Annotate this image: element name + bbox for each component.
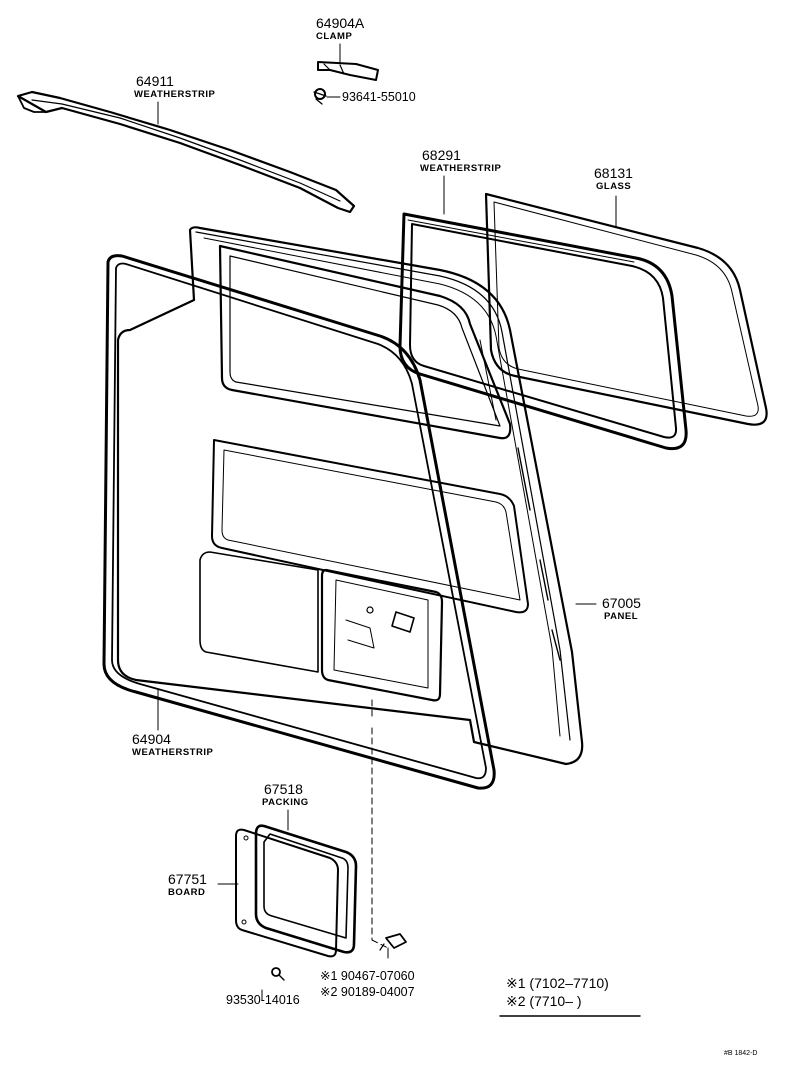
legend-line-1: ※1 (7102–7710): [506, 975, 609, 991]
board-67751-drawing: [235, 828, 339, 958]
part-name-glass: GLASS: [596, 181, 632, 192]
part-number-64904a: 64904A: [316, 15, 365, 31]
part-number-68291: 68291: [422, 147, 461, 163]
weatherstrip-64911-drawing: [16, 90, 356, 214]
weatherstrip-64904-drawing: [102, 254, 496, 790]
part-number-67005: 67005: [602, 595, 641, 611]
weatherstrip-68291-drawing: [398, 212, 688, 451]
footer-code: #B 1842-D: [724, 1050, 758, 1057]
glass-68131-drawing: [484, 192, 768, 426]
part-name-weatherstrip-64904: WEATHERSTRIP: [132, 747, 214, 758]
part-number-67518: 67518: [264, 781, 303, 797]
legend-line-2: ※2 (7710– ): [506, 993, 582, 1009]
leader-lines: [157, 43, 641, 1017]
part-number-90189: ※2 90189-04007: [320, 985, 415, 999]
part-name-weatherstrip-64911: WEATHERSTRIP: [134, 89, 216, 100]
part-number-90467: ※1 90467-07060: [320, 969, 415, 983]
clamp-64904a-drawing: [317, 61, 379, 81]
part-name-board: BOARD: [168, 887, 206, 898]
screw-93641-drawing: [313, 88, 341, 105]
part-number-93530: 93530-14016: [226, 993, 300, 1007]
part-name-weatherstrip-68291: WEATHERSTRIP: [420, 163, 502, 174]
screw-93530-drawing: [271, 967, 285, 981]
part-number-68131: 68131: [594, 165, 633, 181]
part-number-67751: 67751: [168, 871, 207, 887]
part-name-packing: PACKING: [262, 797, 309, 808]
part-name-clamp: CLAMP: [316, 31, 353, 42]
packing-67518-drawing: [254, 824, 358, 954]
panel-67005-drawing: [116, 226, 584, 766]
part-number-64904: 64904: [132, 731, 171, 747]
dashed-leader-line: [371, 699, 389, 949]
part-name-panel: PANEL: [604, 611, 638, 622]
part-number-93641: 93641-55010: [342, 90, 416, 104]
clip-90467-drawing: [379, 933, 407, 951]
part-number-64911: 64911: [136, 73, 174, 89]
